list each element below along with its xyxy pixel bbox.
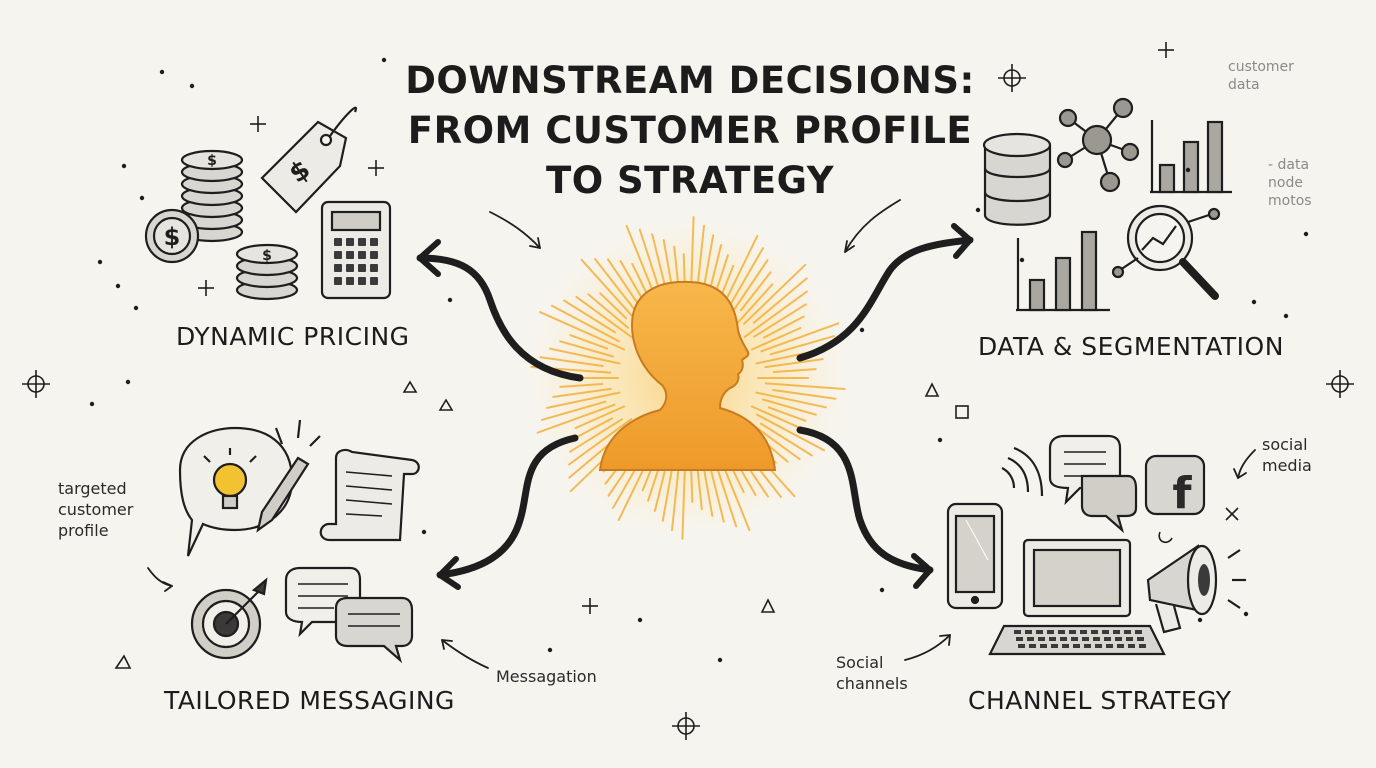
note-social-media: social media bbox=[1262, 434, 1312, 476]
note-line: channels bbox=[836, 674, 908, 693]
svg-text:$: $ bbox=[207, 153, 217, 169]
magnifier-chart-icon bbox=[1111, 204, 1221, 300]
note-line: media bbox=[1262, 456, 1312, 475]
lightbulb-bubble-icon bbox=[178, 426, 294, 557]
title-line-3: TO STRATEGY bbox=[545, 159, 835, 202]
scroll-document-icon bbox=[319, 448, 420, 542]
note-line: data bbox=[1228, 77, 1260, 93]
note-line: Social bbox=[836, 653, 884, 672]
connector-arrows bbox=[416, 223, 974, 590]
note-data-node: - data node motos bbox=[1268, 156, 1312, 210]
price-tag-icon: $ bbox=[260, 106, 358, 214]
dollar-coin-icon: $ bbox=[144, 208, 200, 264]
pricing-icons: $ $ $ $ bbox=[144, 106, 392, 301]
chat-bubbles-icon bbox=[1048, 434, 1138, 534]
note-line: node bbox=[1268, 175, 1303, 191]
svg-text:f: f bbox=[1172, 468, 1192, 519]
channel-strategy-label: CHANNEL STRATEGY bbox=[968, 686, 1232, 715]
note-line: - data bbox=[1268, 157, 1310, 173]
channel-icons: f bbox=[946, 434, 1246, 656]
note-line: motos bbox=[1268, 193, 1312, 209]
laptop-icon bbox=[988, 538, 1166, 656]
bar-chart-icon bbox=[1016, 230, 1110, 312]
person-silhouette-icon bbox=[598, 280, 777, 471]
note-line: customer bbox=[58, 500, 134, 519]
note-customer-data: customer data bbox=[1228, 58, 1294, 94]
pen-icon bbox=[256, 419, 321, 533]
svg-text:$: $ bbox=[164, 223, 181, 251]
diagram-title: DOWNSTREAM DECISIONS: FROM CUSTOMER PROF… bbox=[400, 56, 980, 206]
coin-stack-icon: $ bbox=[235, 243, 299, 301]
wifi-signal-icon bbox=[1001, 446, 1044, 497]
coin-stack-icon: $ bbox=[180, 149, 244, 243]
calculator-icon bbox=[320, 200, 392, 300]
note-targeted-profile: targeted customer profile bbox=[58, 478, 133, 541]
pointer-arrows bbox=[147, 199, 1256, 669]
database-icon bbox=[982, 132, 1052, 226]
note-line: profile bbox=[58, 521, 109, 540]
note-line: social bbox=[1262, 435, 1308, 454]
arrow-to-data bbox=[796, 236, 974, 362]
messaging-icons bbox=[178, 419, 420, 664]
title-line-1: DOWNSTREAM DECISIONS: bbox=[405, 59, 975, 102]
pricing-label: DYNAMIC PRICING bbox=[176, 322, 410, 351]
decorative-marks bbox=[22, 42, 1354, 740]
megaphone-icon bbox=[1146, 544, 1246, 634]
note-social-channels: Social channels bbox=[836, 652, 908, 694]
arrow-to-channel bbox=[796, 426, 934, 574]
arrow-to-messaging bbox=[436, 434, 579, 579]
data-icons bbox=[982, 97, 1232, 312]
title-line-2: FROM CUSTOMER PROFILE bbox=[407, 109, 973, 152]
tailored-messaging-label: TAILORED MESSAGING bbox=[164, 686, 455, 715]
note-line: customer bbox=[1228, 59, 1294, 75]
target-icon bbox=[190, 577, 268, 660]
facebook-icon: f bbox=[1144, 454, 1206, 519]
arrow-to-pricing bbox=[416, 254, 584, 382]
bar-chart-icon bbox=[1150, 120, 1232, 194]
smartphone-icon bbox=[946, 502, 1004, 610]
chat-bubbles-icon bbox=[284, 566, 414, 664]
note-line: targeted bbox=[58, 479, 127, 498]
data-segmentation-label: DATA & SEGMENTATION bbox=[978, 332, 1284, 361]
svg-text:$: $ bbox=[262, 248, 272, 264]
network-nodes-icon bbox=[1056, 97, 1140, 193]
note-messagation: Messagation bbox=[496, 667, 597, 686]
